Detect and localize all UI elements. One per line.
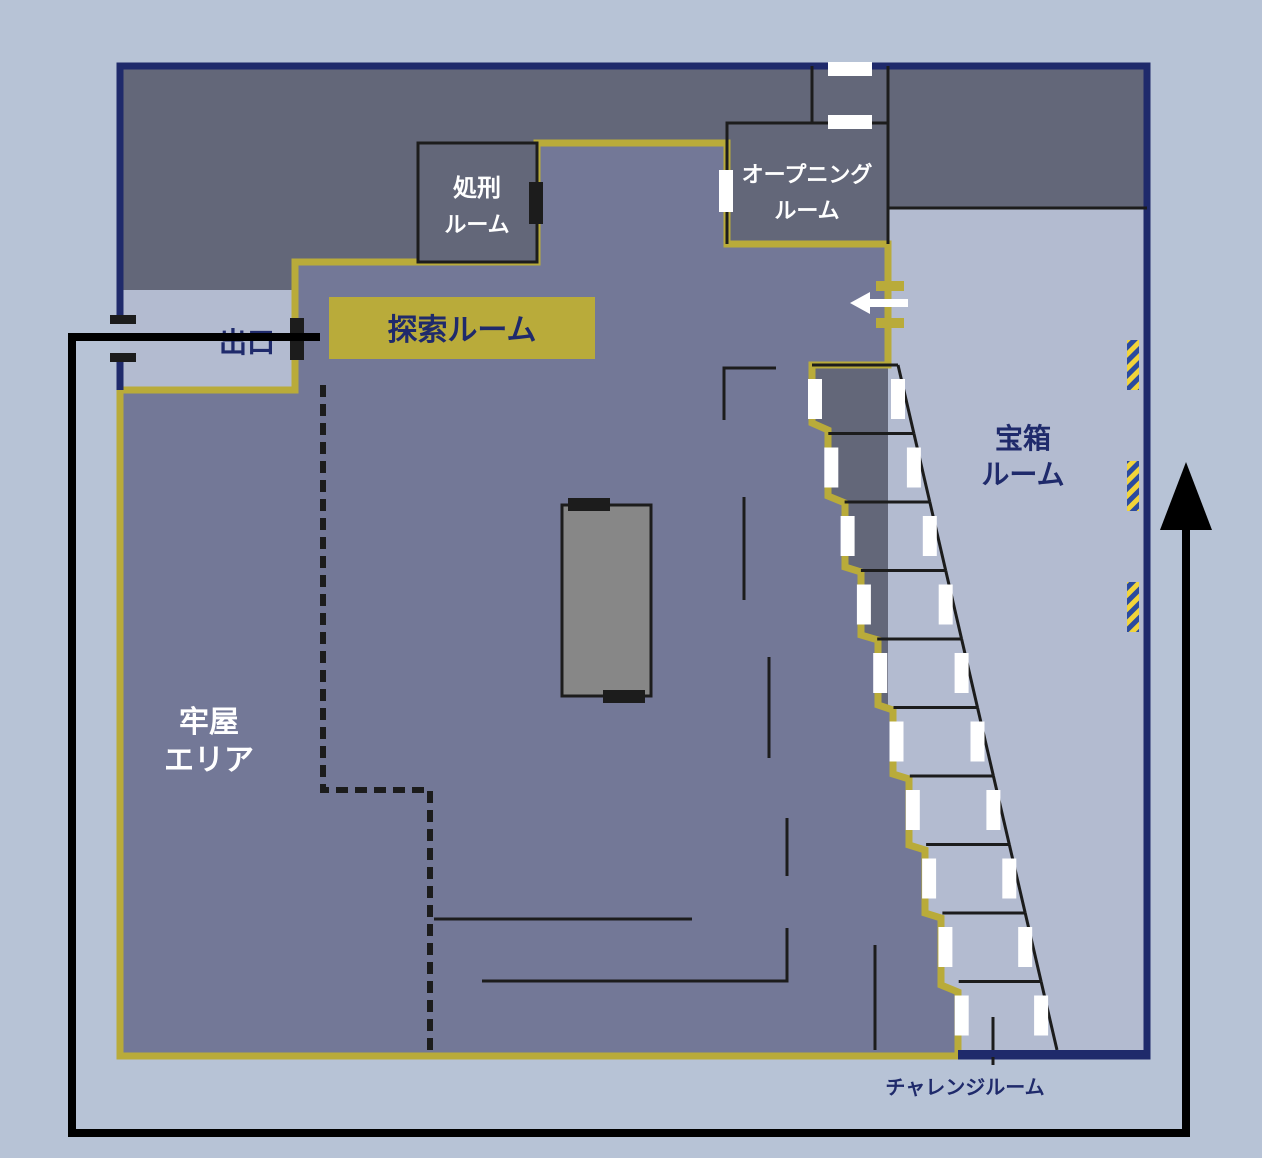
challenge-room-bottom-wall bbox=[958, 1050, 1147, 1057]
challenge-cell-right-wall bbox=[912, 433, 932, 503]
challenge-cell-right-wall bbox=[1007, 844, 1027, 914]
prison-area-label-line1: 牢屋 bbox=[179, 705, 239, 740]
treasure-room-label-line2: ルーム bbox=[981, 458, 1064, 491]
treasure-room-door[interactable] bbox=[1018, 927, 1033, 967]
challenge-entry-door[interactable] bbox=[905, 790, 920, 830]
challenge-entry-door[interactable] bbox=[954, 995, 969, 1036]
treasure-room-door[interactable] bbox=[970, 721, 985, 762]
exit-label: 出口 bbox=[219, 326, 275, 359]
challenge-room-label: チャレンジルーム bbox=[885, 1075, 1044, 1099]
treasure-room-door[interactable] bbox=[906, 447, 921, 488]
treasure-room-door[interactable] bbox=[922, 516, 937, 556]
treasure-room-door[interactable] bbox=[938, 584, 953, 625]
challenge-cell-right-wall bbox=[944, 570, 964, 640]
execution-room bbox=[416, 141, 539, 264]
challenge-cell-right-wall bbox=[960, 638, 979, 708]
table-marker-top bbox=[568, 498, 610, 511]
prison-boundary bbox=[320, 385, 433, 1050]
challenge-cell-right-wall bbox=[991, 775, 1011, 845]
opening-room-exit-door[interactable] bbox=[719, 170, 733, 212]
hazard-stripe-icon bbox=[1127, 582, 1139, 632]
treasure-room-door[interactable] bbox=[1002, 858, 1017, 899]
challenge-entry-door[interactable] bbox=[824, 447, 839, 488]
treasure-room-door[interactable] bbox=[1034, 995, 1049, 1036]
challenge-entry-door[interactable] bbox=[808, 379, 822, 419]
treasure-room-door[interactable] bbox=[986, 790, 1001, 830]
challenge-room-corridor bbox=[808, 363, 1059, 1051]
left-arrow-icon bbox=[850, 292, 908, 314]
exit-gap-marker-top bbox=[110, 315, 136, 324]
prison-area-label-line2: エリア bbox=[164, 743, 254, 778]
execution-room-label-line1: 処刑 bbox=[453, 174, 501, 202]
center-table bbox=[560, 503, 653, 698]
challenge-cell-right-wall bbox=[928, 501, 948, 571]
exit-route-line bbox=[68, 333, 1190, 1137]
exploration-room-floor bbox=[120, 143, 958, 1056]
treasure-room-door[interactable] bbox=[891, 379, 905, 419]
hazard-stripe-icon bbox=[1127, 340, 1139, 390]
execution-room-door[interactable] bbox=[529, 182, 543, 224]
entry-gap-marker-top bbox=[876, 281, 904, 291]
challenge-cell-right-wall bbox=[1023, 912, 1043, 982]
challenge-cell-right-wall bbox=[896, 364, 916, 434]
challenge-entry-door[interactable] bbox=[922, 858, 937, 899]
execution-room-label-line2: ルーム bbox=[444, 213, 509, 238]
exploration-room-label: 探索ルーム bbox=[387, 313, 536, 348]
opening-room-label-line1: オープニング bbox=[742, 162, 873, 188]
challenge-entry-door[interactable] bbox=[889, 721, 904, 762]
exit-gap-marker-bottom bbox=[110, 353, 136, 362]
treasure-room-door[interactable] bbox=[954, 653, 969, 693]
challenge-entry-door[interactable] bbox=[873, 653, 888, 693]
challenge-entry-door[interactable] bbox=[856, 584, 871, 625]
inner-walls bbox=[434, 366, 995, 1065]
entry-gap-marker-bottom bbox=[876, 318, 904, 328]
opening-room-entry-door[interactable] bbox=[828, 115, 872, 129]
table-marker-bottom bbox=[603, 690, 645, 703]
exploration-room-label-box bbox=[329, 297, 595, 359]
challenge-cell-right-wall bbox=[1039, 981, 1059, 1051]
entrance-door[interactable] bbox=[828, 62, 872, 76]
hazard-stripe-icon bbox=[1127, 461, 1139, 511]
challenge-entry-door[interactable] bbox=[938, 927, 953, 967]
treasure-room-label-line1: 宝箱 bbox=[995, 422, 1051, 455]
opening-room-label-line2: ルーム bbox=[774, 199, 839, 224]
challenge-entry-door[interactable] bbox=[840, 516, 855, 556]
challenge-cell-right-wall bbox=[976, 707, 995, 777]
up-arrow-icon bbox=[1160, 462, 1212, 530]
